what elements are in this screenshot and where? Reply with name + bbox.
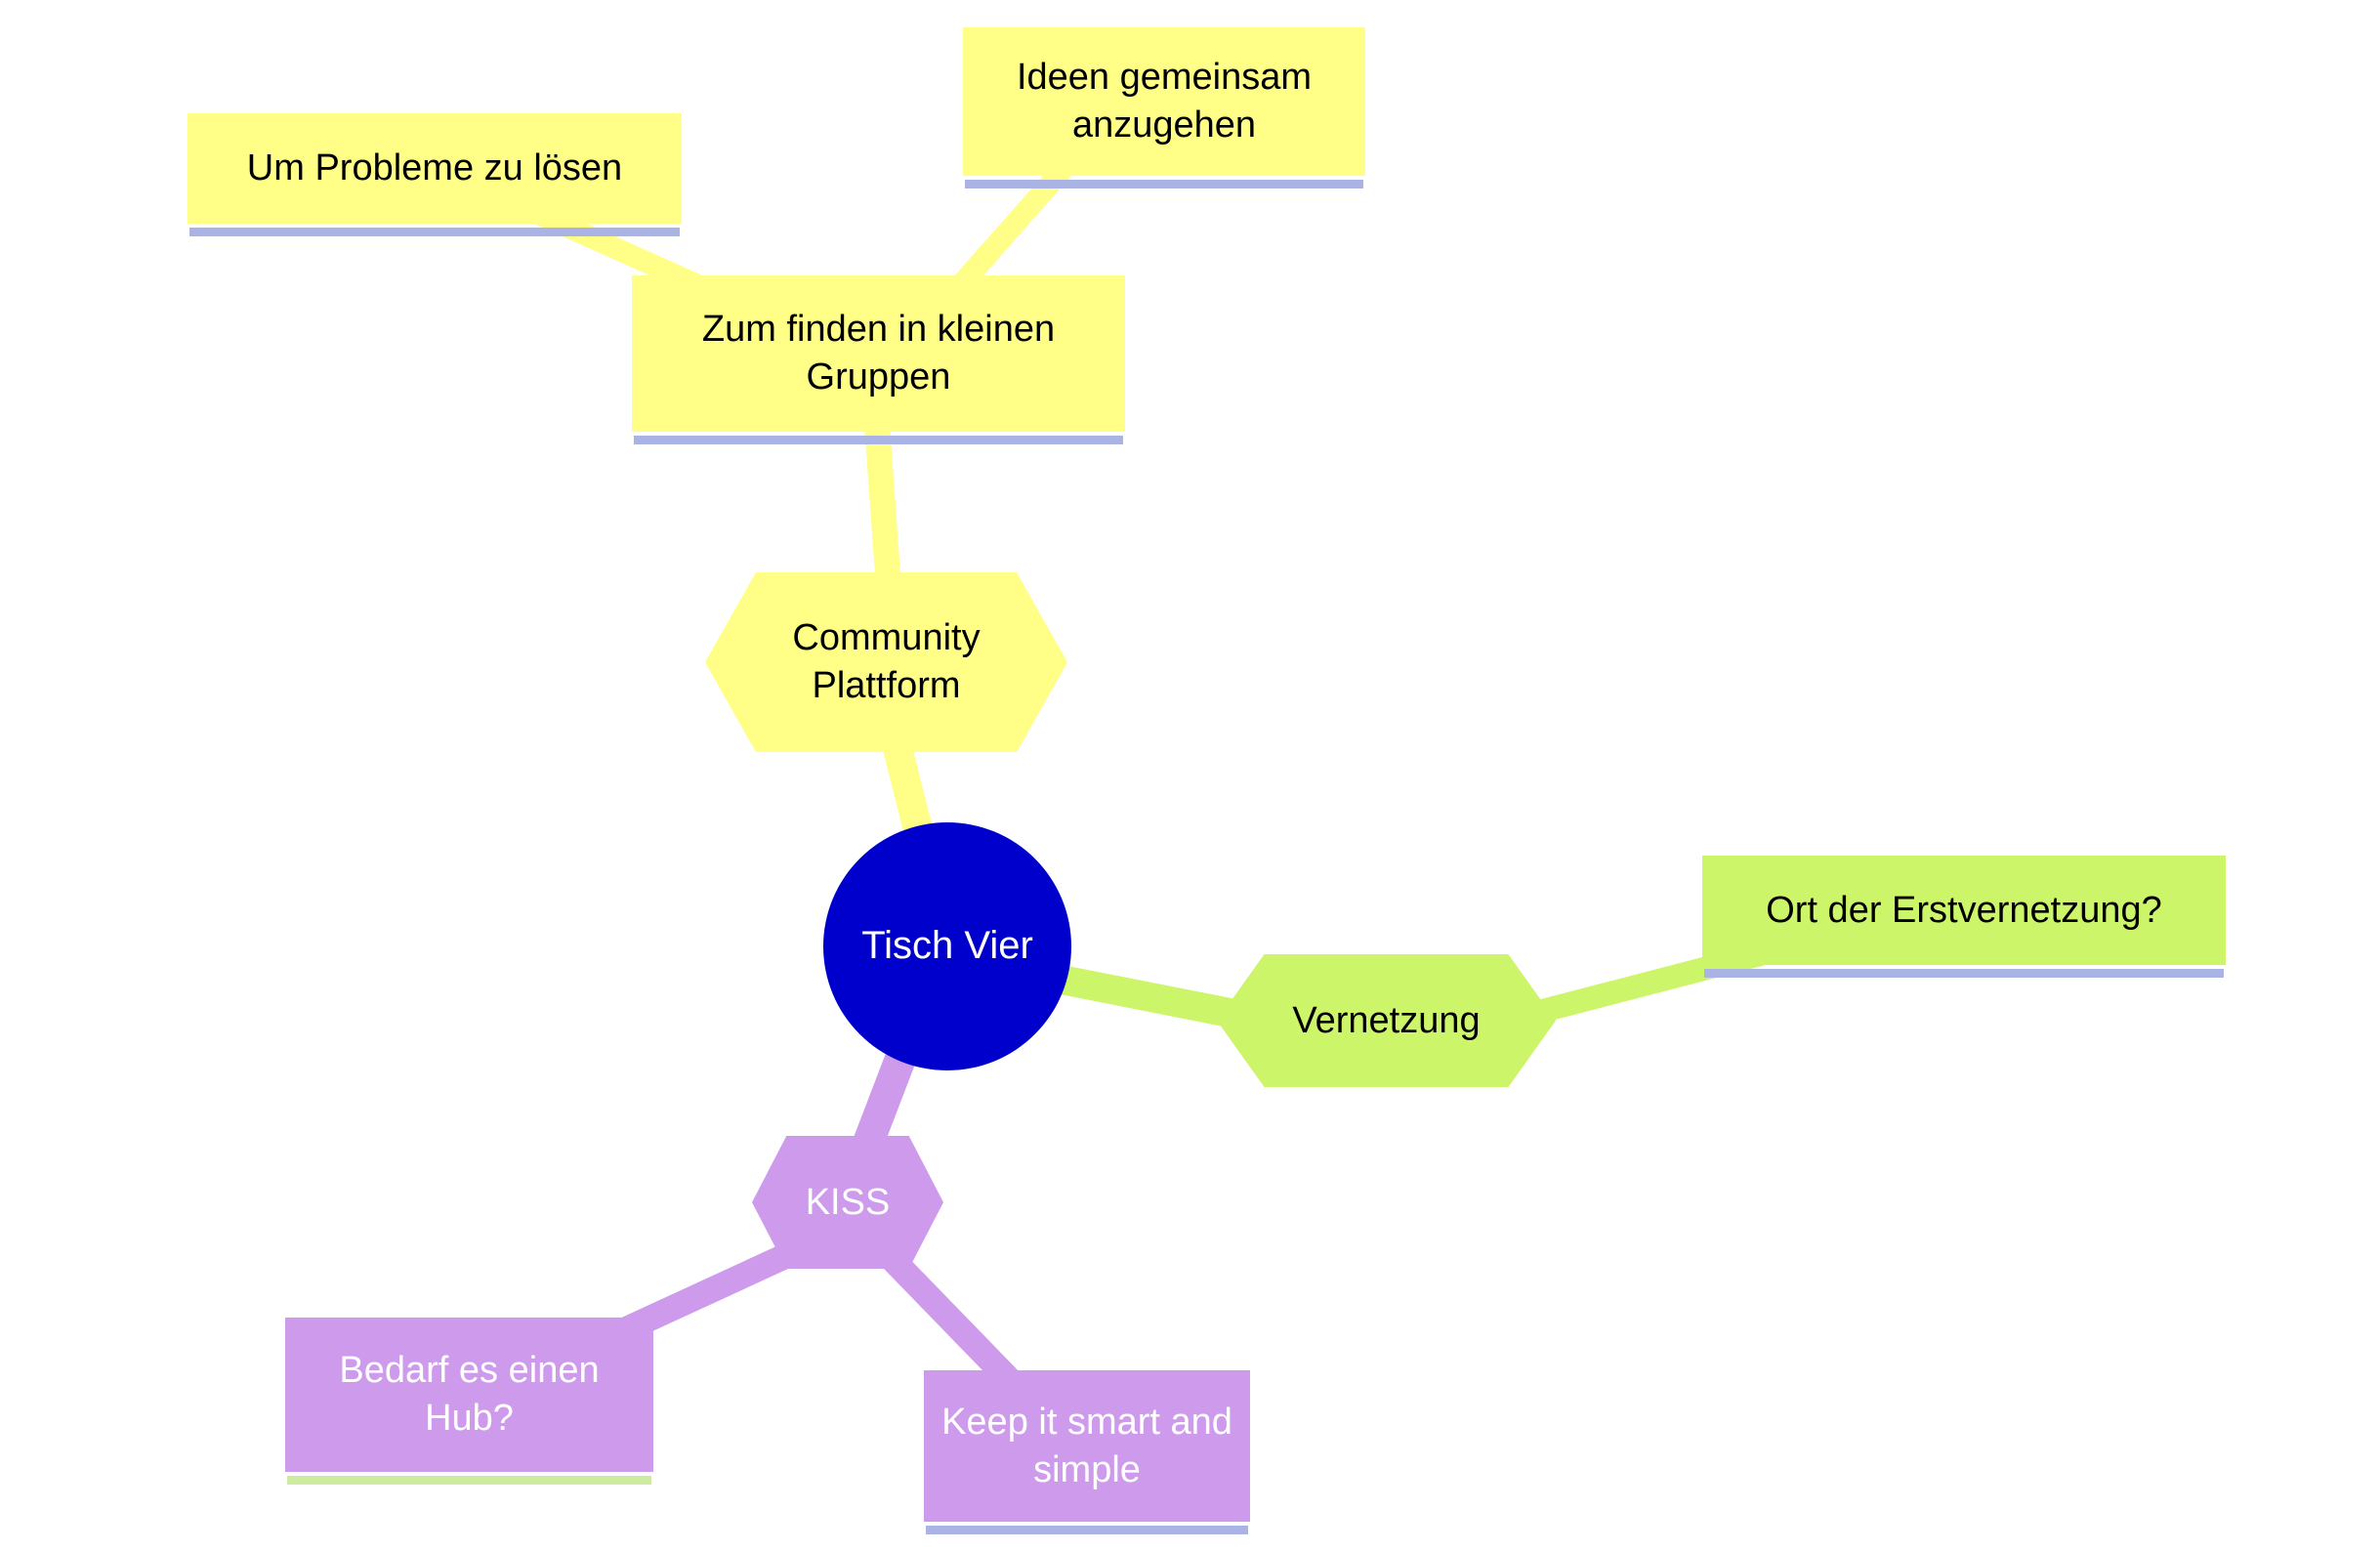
node-zum-finden-in-kleinen-gruppen[interactable]: Zum finden in kleinen Gruppen (632, 275, 1125, 444)
node-underline (189, 228, 680, 236)
node-um-probleme-zu-loesen[interactable]: Um Probleme zu lösen (188, 113, 682, 236)
node-label: Keep it smart and simple (941, 1401, 1232, 1490)
node-label: Vernetzung (1292, 999, 1481, 1041)
node-community-plattform[interactable]: Community Plattform (705, 572, 1067, 752)
node-label: Community Plattform (792, 617, 981, 706)
node-label: Um Probleme zu lösen (246, 147, 623, 189)
node-underline (287, 1476, 651, 1485)
node-ort-der-erstvernetzung[interactable]: Ort der Erstvernetzung? (1702, 856, 2226, 978)
node-underline (965, 180, 1363, 189)
node-label: Zum finden in kleinen Gruppen (701, 309, 1056, 398)
node-root-tisch-vier[interactable]: Tisch Vier (823, 822, 1071, 1070)
node-bedarf-es-einen-hub[interactable]: Bedarf es einen Hub? (285, 1318, 653, 1485)
node-underline (926, 1526, 1248, 1534)
node-label: Ideen gemeinsam anzugehen (1016, 57, 1313, 146)
node-label: KISS (805, 1181, 891, 1223)
node-vernetzung[interactable]: Vernetzung (1217, 954, 1556, 1087)
node-label: Tisch Vier (861, 924, 1033, 968)
node-underline (1704, 969, 2224, 978)
node-label: Ort der Erstvernetzung? (1766, 889, 2162, 931)
node-kiss[interactable]: KISS (752, 1136, 943, 1269)
node-keep-it-smart-and-simple[interactable]: Keep it smart and simple (924, 1370, 1250, 1534)
node-label: Bedarf es einen Hub? (339, 1350, 600, 1439)
node-ideen-gemeinsam-anzugehen[interactable]: Ideen gemeinsam anzugehen (963, 27, 1365, 189)
node-underline (634, 436, 1123, 444)
